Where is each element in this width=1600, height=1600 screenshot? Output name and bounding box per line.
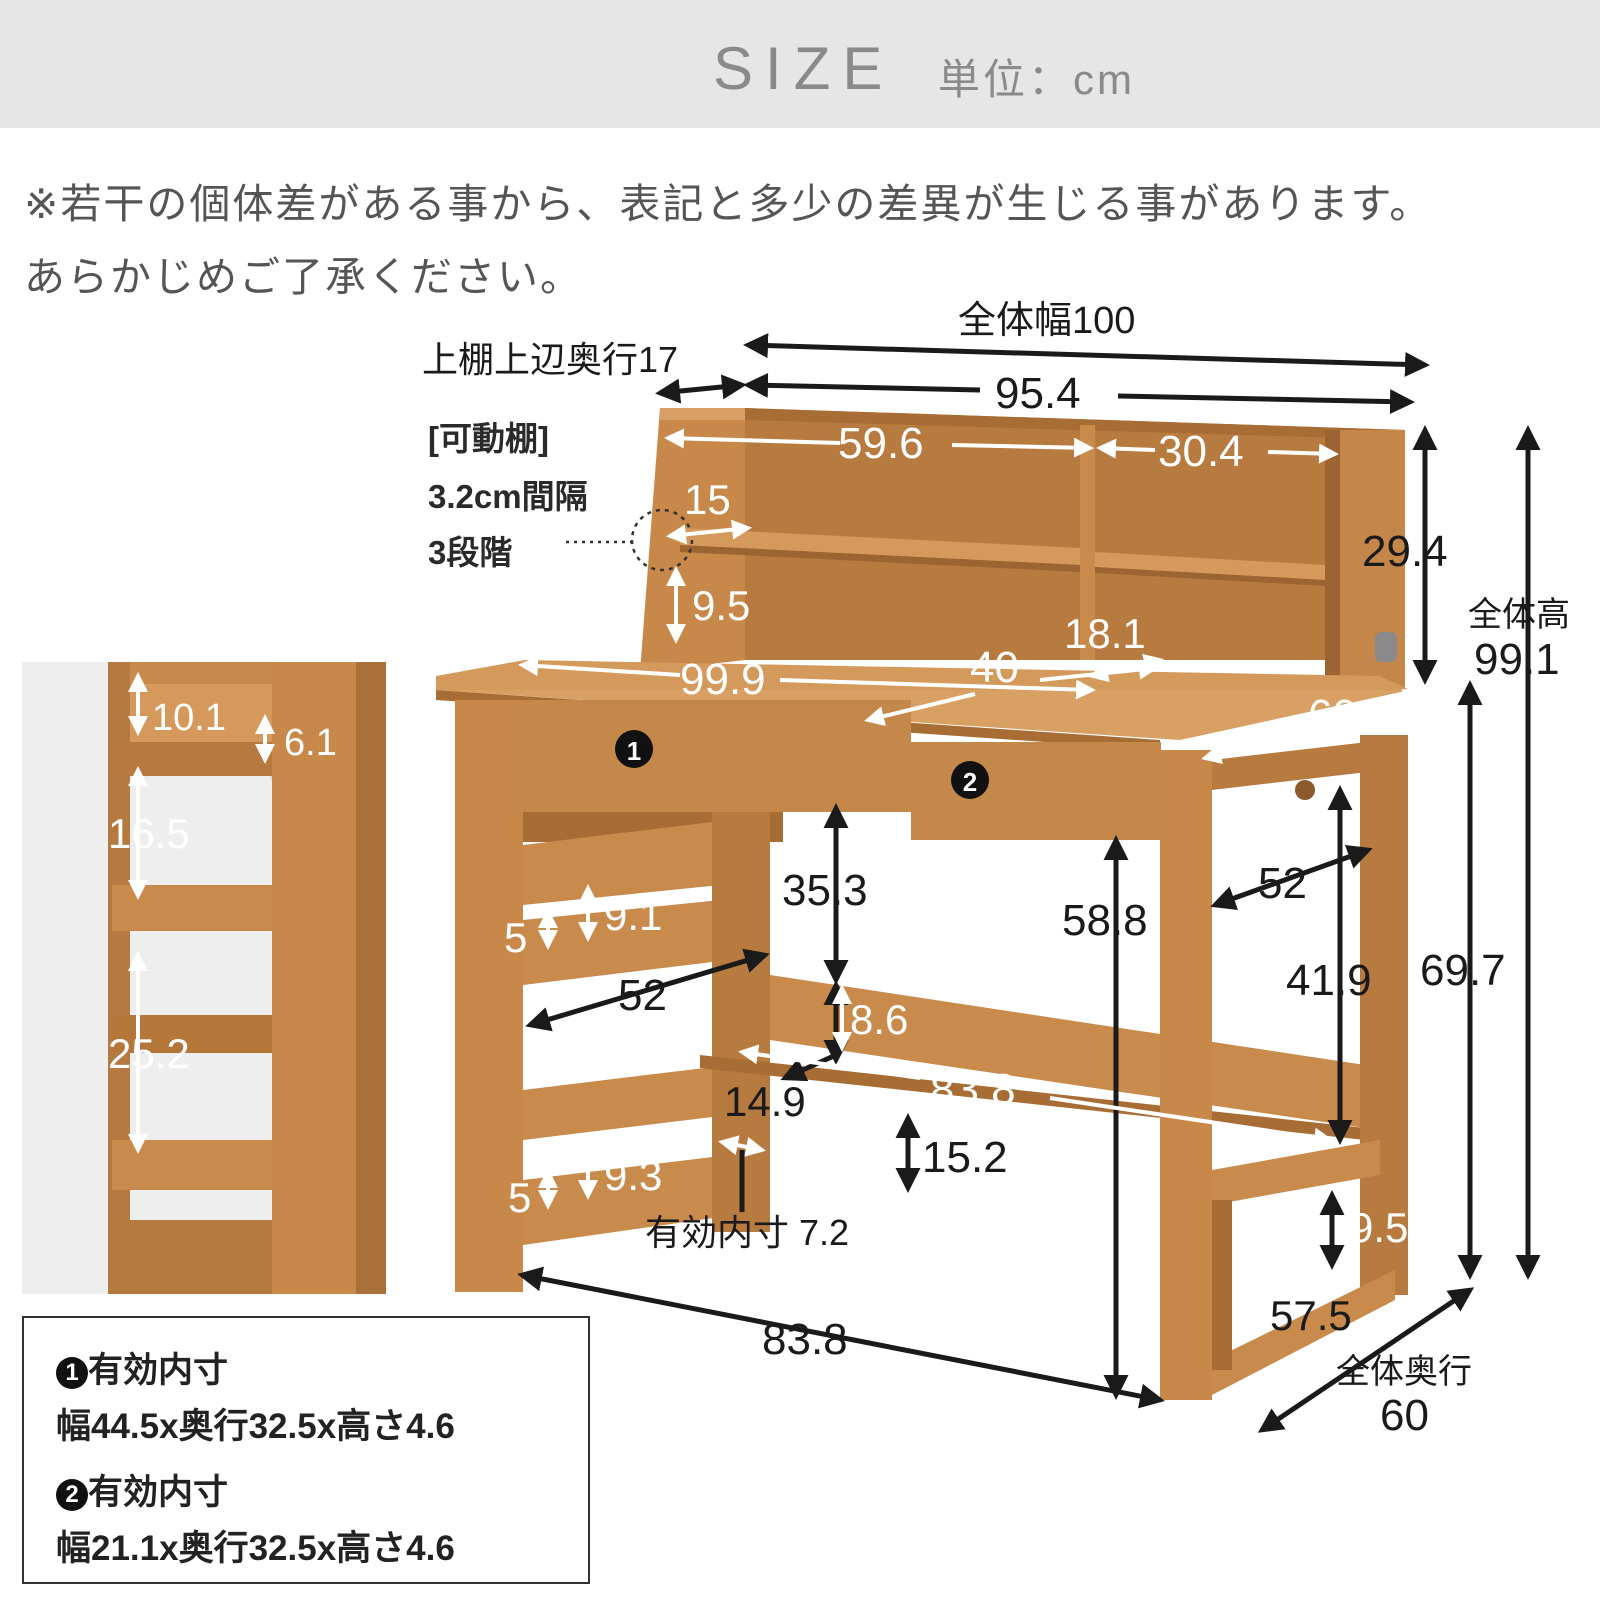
effective-inner-7-2: 有効内寸 7.2 [645, 1212, 849, 1253]
unit-label: 単位：cm [938, 56, 1135, 103]
dim-95-4: 95.4 [995, 369, 1081, 418]
dim-30-4: 30.4 [1158, 427, 1244, 476]
movable-shelf-title: [可動棚] [428, 420, 549, 457]
overall-depth-label: 全体奥行 [1336, 1353, 1472, 1391]
size-title: SIZE [713, 35, 895, 102]
dim-40: 40 [970, 643, 1019, 692]
dim-8-6: 8.6 [850, 996, 908, 1043]
drawer-1-badge [615, 730, 653, 768]
dim-41-9: 41.9 [1286, 956, 1372, 1005]
dim-5-upper: 5 [504, 914, 527, 961]
inset-dim-16-5: 16.5 [108, 810, 190, 857]
overall-height-value: 99.1 [1474, 635, 1560, 684]
dim-99-9: 99.9 [680, 655, 766, 704]
dim-15: 15 [684, 476, 731, 523]
dim-14-9: 14.9 [724, 1078, 806, 1125]
dim-5-lower: 5 [508, 1174, 531, 1221]
disclaimer-line-2: あらかじめご了承ください。 [24, 254, 583, 300]
overall-depth-value: 60 [1380, 1391, 1429, 1440]
white-dimension-arrows [518, 428, 1424, 1210]
shelf-inset-photo [22, 662, 386, 1294]
dim-52-left: 52 [618, 971, 667, 1020]
inset-dim-25-2: 25.2 [108, 1030, 190, 1077]
legend-item-1-dims: 幅44.5x奥行32.5x高さ4.6 [56, 1407, 455, 1446]
top-shelf-depth-label: 上棚上辺奥行17 [422, 339, 678, 380]
dim-52-right: 52 [1258, 859, 1307, 908]
drawer-2-badge [951, 761, 989, 799]
overall-height-label: 全体高 [1468, 596, 1570, 634]
movable-shelf-steps: 3段階 [428, 534, 513, 571]
inset-dim-10-1: 10.1 [152, 697, 226, 739]
dim-15-2: 15.2 [922, 1133, 1008, 1182]
dim-9-1: 9.1 [604, 892, 662, 939]
dim-18-1: 18.1 [1064, 610, 1146, 657]
dim-83-8-mid: 83.8 [930, 1065, 1016, 1114]
drawer-1-number: 1 [627, 736, 641, 766]
legend-item-1-label: 有効内寸 [88, 1351, 229, 1390]
dim-35-3: 35.3 [782, 866, 868, 915]
inset-dimension-arrows [128, 672, 275, 1154]
dim-29-4: 29.4 [1362, 527, 1448, 576]
legend-item-1-badge: 1 [56, 1357, 88, 1389]
dim-58-8: 58.8 [1062, 896, 1148, 945]
dim-59-6: 59.6 [838, 419, 924, 468]
dim-9-5-bottom: 9.5 [1350, 1204, 1408, 1251]
dim-83-8-bottom: 83.8 [762, 1315, 848, 1364]
dim-69-7: 69.7 [1420, 946, 1506, 995]
legend-item-2-label: 有効内寸 [88, 1473, 229, 1512]
dim-9-5-top: 9.5 [692, 582, 750, 629]
black-dimension-arrows [517, 333, 1541, 1433]
drawer-2-number: 2 [963, 767, 977, 797]
legend-item-2-dims: 幅21.1x奥行32.5x高さ4.6 [56, 1529, 455, 1568]
dim-60-top: 60 [1308, 691, 1357, 740]
dimension-labels: 全体幅100 上棚上辺奥行17 95.4 59.6 30.4 15 29.4 全… [108, 300, 1570, 1440]
movable-shelf-interval: 3.2cm間隔 [428, 478, 588, 515]
legend-item-2-badge: 2 [56, 1479, 88, 1511]
disclaimer-line-1: ※若干の個体差がある事から、表記と多少の差異が生じる事があります。 [24, 181, 1433, 227]
inset-dim-6-1: 6.1 [284, 722, 337, 764]
overall-width-label: 全体幅100 [958, 300, 1135, 342]
dim-57-5: 57.5 [1270, 1292, 1352, 1339]
dim-9-3: 9.3 [604, 1152, 662, 1199]
desk-hutch [640, 408, 1405, 690]
header-bar: SIZE 単位：cm [0, 0, 1600, 128]
